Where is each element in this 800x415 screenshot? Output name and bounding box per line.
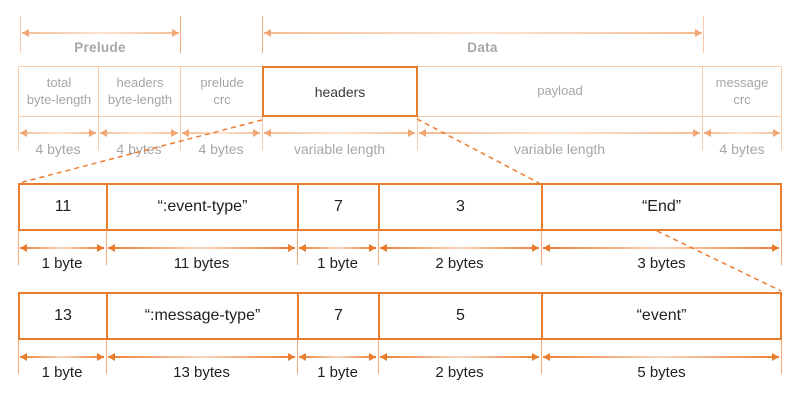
header-cell-size: 1 byte (317, 364, 358, 381)
cell-divider (297, 294, 299, 338)
field-size-label: 4 bytes (719, 141, 765, 157)
field-divider (702, 67, 703, 116)
data-span-arrow (264, 29, 702, 37)
measure-arrow (20, 353, 104, 361)
measure-tick (297, 231, 298, 265)
header-cell-name-length: 13 (54, 307, 72, 324)
cell-divider (106, 185, 108, 229)
measure-tick (541, 231, 542, 265)
measure-tick (703, 16, 704, 53)
measure-arrow (182, 129, 260, 137)
field-size-label: 4 bytes (116, 141, 162, 157)
header-cell-value-length: 5 (456, 307, 465, 324)
cell-divider (378, 185, 380, 229)
cell-divider (541, 294, 543, 338)
measure-arrow (419, 129, 700, 137)
measure-arrow (20, 129, 96, 137)
measure-tick (781, 117, 782, 150)
measure-tick (262, 16, 263, 53)
cell-divider (541, 185, 543, 229)
header-cell-value: “event” (636, 307, 687, 324)
measure-arrow (380, 353, 539, 361)
header-cell-value-type: 7 (334, 198, 343, 215)
field-size-label: 4 bytes (198, 141, 244, 157)
header-cell-size: 1 byte (41, 255, 83, 272)
measure-tick (106, 231, 107, 265)
measure-tick (702, 117, 703, 150)
measure-arrow (380, 244, 539, 252)
header-cell-size: 1 byte (317, 255, 358, 272)
measure-arrow (299, 244, 376, 252)
header-cell-size: 2 bytes (435, 255, 484, 272)
measure-arrow (100, 129, 178, 137)
measure-tick (180, 16, 181, 53)
field-size-label: 4 bytes (35, 141, 81, 157)
field-label-headers-byte-length: headers byte-length (107, 74, 173, 107)
header-cell-size: 5 bytes (637, 364, 686, 381)
measure-arrow (108, 353, 295, 361)
measure-arrow (264, 129, 415, 137)
header-cell-name: “:event-type” (157, 198, 248, 215)
measure-tick (20, 16, 21, 53)
header-cell-size: 3 bytes (637, 255, 686, 272)
measure-arrow (108, 244, 295, 252)
prelude-section-label: Prelude (74, 40, 126, 55)
field-label-prelude-crc: prelude crc (200, 74, 244, 107)
field-size-label: variable length (293, 141, 386, 157)
header-cell-size: 13 bytes (173, 364, 230, 381)
header-example-row-2: 13 “:message-type” 7 5 “event” (18, 292, 782, 340)
measure-tick (18, 340, 19, 374)
data-section-label: Data (467, 40, 498, 55)
field-divider (180, 67, 181, 116)
measure-tick (262, 117, 263, 150)
field-label-payload: payload (537, 83, 583, 99)
measure-tick (106, 340, 107, 374)
header-cell-size: 2 bytes (435, 364, 484, 381)
measure-tick (781, 231, 782, 265)
header-cell-value-type: 7 (334, 307, 343, 324)
header-cell-name-length: 11 (54, 198, 72, 215)
field-label-message-crc: message crc (715, 74, 769, 107)
field-box-headers-highlighted: headers (262, 66, 418, 117)
field-divider (98, 67, 99, 116)
header-example-row-1: 11 “:event-type” 7 3 “End” (18, 183, 782, 231)
header-cell-value-length: 3 (456, 198, 465, 215)
measure-tick (297, 340, 298, 374)
header-cell-size: 1 byte (41, 364, 83, 381)
measure-tick (18, 231, 19, 265)
prelude-span-arrow (22, 29, 179, 37)
measure-tick (781, 340, 782, 374)
measure-arrow (543, 353, 779, 361)
measure-tick (378, 231, 379, 265)
measure-tick (378, 340, 379, 374)
header-cell-value: “End” (641, 198, 682, 215)
header-cell-name: “:message-type” (144, 307, 261, 324)
cell-divider (297, 185, 299, 229)
measure-arrow (299, 353, 376, 361)
field-size-label: variable length (513, 141, 606, 157)
field-label-total-byte-length: total byte-length (26, 74, 92, 107)
header-cell-size: 11 bytes (173, 255, 230, 272)
cell-divider (378, 294, 380, 338)
measure-arrow (20, 244, 104, 252)
measure-tick (541, 340, 542, 374)
measure-arrow (704, 129, 780, 137)
measure-tick (18, 117, 19, 150)
cell-divider (106, 294, 108, 338)
measure-arrow (543, 244, 779, 252)
